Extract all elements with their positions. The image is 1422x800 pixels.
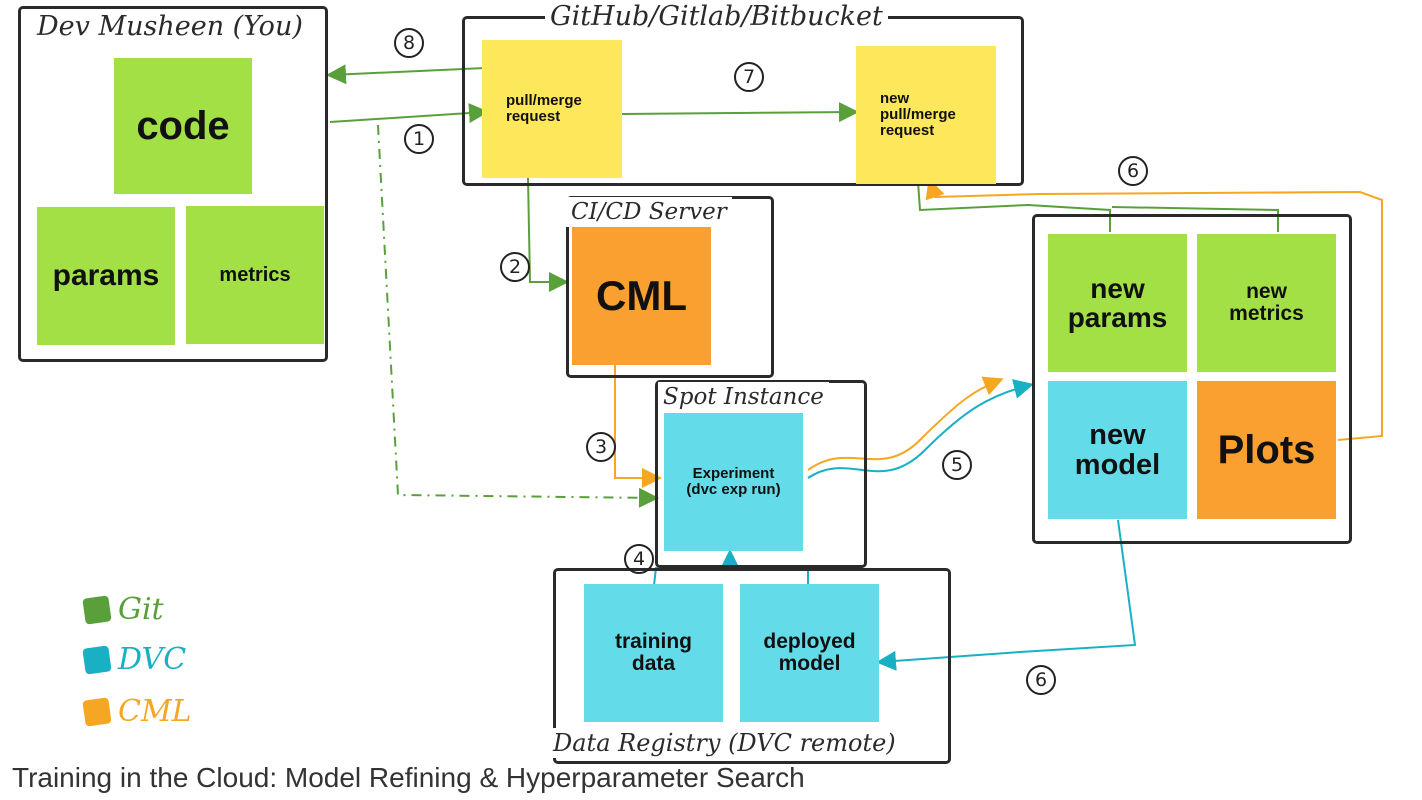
spot-frame-label: Spot Instance <box>658 382 829 412</box>
step-7-marker: 7 <box>734 62 764 92</box>
dvc-swatch-icon <box>82 644 112 675</box>
diagram-caption: Training in the Cloud: Model Refining & … <box>12 762 805 793</box>
registry-frame-label: Data Registry (DVC remote) <box>548 728 901 758</box>
registry-frame <box>553 568 951 764</box>
dev-frame <box>18 6 328 362</box>
params-note: params <box>37 207 175 345</box>
legend-dvc-label: DVC <box>118 642 187 677</box>
new-params-note: new params <box>1048 234 1187 372</box>
cml-line-5 <box>807 376 1004 471</box>
new-model-note: new model <box>1048 381 1187 519</box>
step-2-marker: 2 <box>500 252 530 282</box>
legend-cml-label: CML <box>118 694 192 729</box>
experiment-note: Experiment (dvc exp run) <box>664 413 803 551</box>
pull-request-note: pull/merge request <box>482 40 622 178</box>
git-line-7 <box>621 102 859 123</box>
new-pull-request-note: new pull/merge request <box>856 46 996 184</box>
ci-frame-label: CI/CD Server <box>566 197 732 227</box>
git-line-2 <box>527 177 569 292</box>
spot-frame <box>655 380 867 568</box>
vcs-frame-label: GitHub/Gitlab/Bitbucket <box>545 2 888 32</box>
legend-git-label: Git <box>118 592 164 627</box>
git-line-6-return <box>917 181 1111 232</box>
plots-note: Plots <box>1197 381 1336 519</box>
cml-swatch-icon <box>82 696 112 727</box>
git-line-8 <box>326 64 486 85</box>
legend-git: Git <box>82 592 164 627</box>
cml-line-3 <box>614 365 662 488</box>
training-data-note: training data <box>584 584 723 722</box>
deployed-model-note: deployed model <box>740 584 879 722</box>
dev-frame-label: Dev Musheen (You) <box>32 12 308 42</box>
step-8-marker: 8 <box>394 28 424 58</box>
step-3-marker: 3 <box>586 432 616 462</box>
step-4-marker: 4 <box>624 544 654 574</box>
dvc-line-5 <box>807 379 1034 479</box>
legend-cml: CML <box>82 694 192 729</box>
step-1-marker: 1 <box>404 124 434 154</box>
git-line-dashdot <box>377 124 659 508</box>
metrics-note: metrics <box>186 206 324 344</box>
git-line-1 <box>329 103 489 124</box>
git-line-6-right <box>1111 206 1279 232</box>
step-5-marker: 5 <box>942 450 972 480</box>
cml-line-6 <box>925 178 1383 441</box>
cml-note: CML <box>572 227 711 365</box>
git-swatch-icon <box>82 594 112 625</box>
step-6a-marker: 6 <box>1118 156 1148 186</box>
new-metrics-note: new metrics <box>1197 234 1336 372</box>
legend-dvc: DVC <box>82 642 187 677</box>
step-6b-marker: 6 <box>1026 665 1056 695</box>
output-frame <box>1032 214 1352 544</box>
code-note: code <box>114 58 252 194</box>
